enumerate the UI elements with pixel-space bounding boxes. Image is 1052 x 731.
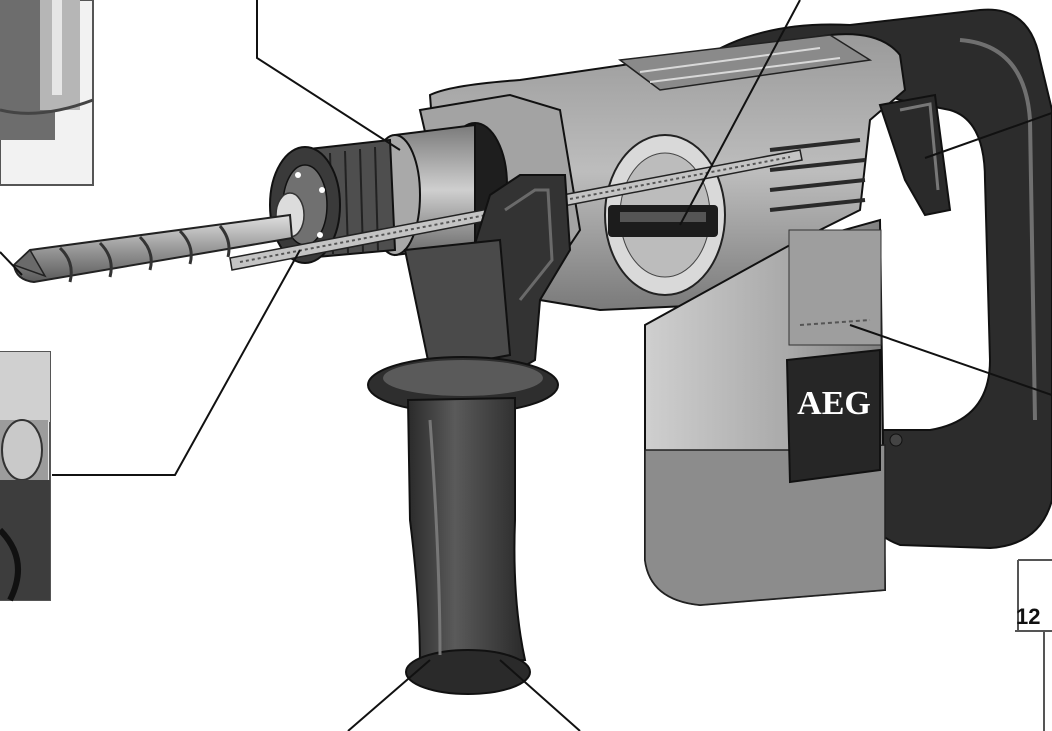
callout-handle-right [499, 659, 581, 731]
callout-depth-gauge [52, 249, 301, 476]
page-number-box: 12 [1015, 559, 1052, 731]
callout-chuck-sleeve [256, 0, 401, 151]
callout-drill-bit [0, 251, 23, 276]
callout-mode-selector [679, 0, 801, 226]
vent-slots [769, 138, 866, 212]
trigger-switch [878, 93, 952, 217]
page-number: 12 [1016, 604, 1040, 629]
brand-logo: AEG [797, 385, 871, 422]
callout-motor-housing [849, 324, 1052, 396]
inset-left-middle [0, 351, 51, 602]
callout-handle-left [347, 659, 431, 731]
callout-trigger-switch [924, 112, 1052, 159]
drill-bit [12, 213, 294, 284]
motor-housing: AEG [644, 218, 903, 607]
inset-top-left [0, 0, 94, 186]
auxiliary-handle [367, 238, 559, 695]
